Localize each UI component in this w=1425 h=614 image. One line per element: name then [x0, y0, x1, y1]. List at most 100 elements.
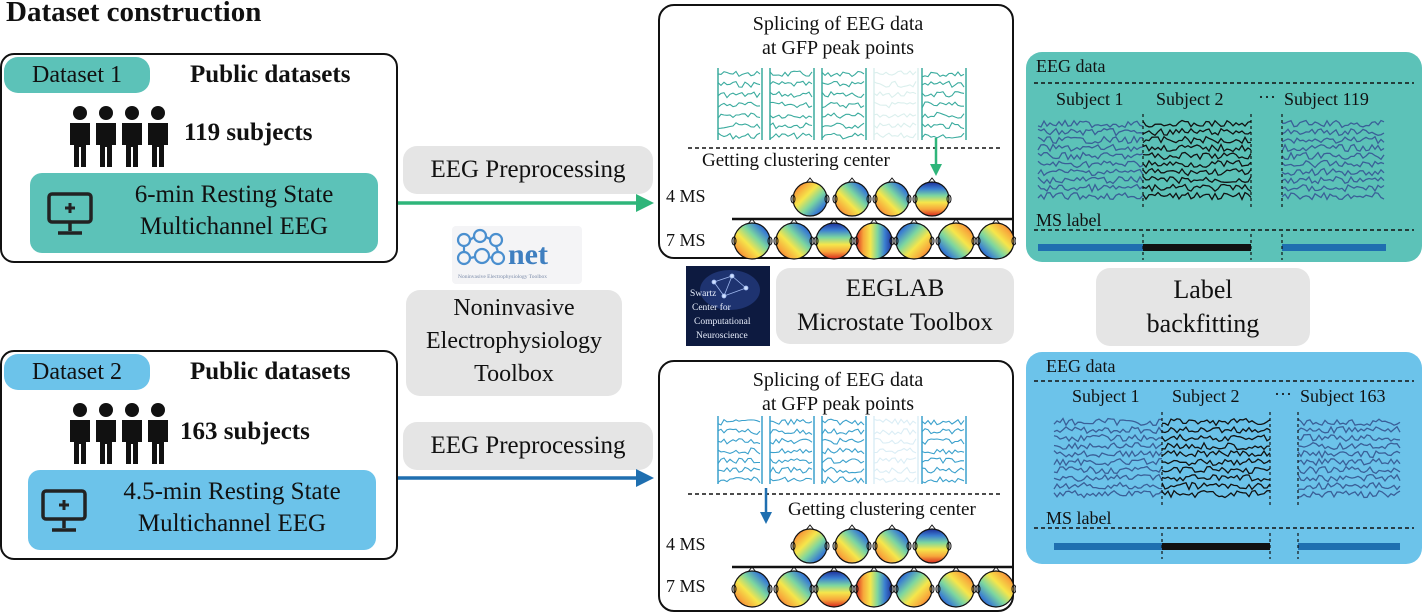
net-line1: Noninvasive	[453, 295, 575, 321]
eeg-segments	[688, 416, 1016, 608]
dataset-1-eeg-pill: 6-min Resting State Multichannel EEG	[30, 173, 378, 253]
sccn-text-3: Computational	[694, 317, 751, 327]
topo-map	[977, 222, 1015, 260]
dataset-2-eeg-line1: 4.5-min Resting State	[123, 478, 341, 505]
eeg-trace	[1142, 151, 1252, 161]
panel-2-title-1: Splicing of EEG data	[752, 369, 924, 391]
eeg-trace	[1053, 426, 1163, 435]
eeg-trace	[1281, 159, 1385, 169]
eeg-trace	[1142, 127, 1252, 137]
eeg-trace	[1037, 119, 1144, 129]
eeg-trace	[1037, 135, 1144, 145]
right-2-subject-1: Subject 1	[1072, 386, 1140, 406]
dataset-1-tag: Dataset 1	[4, 57, 150, 93]
eeg-trace	[1053, 417, 1163, 427]
panel-2-ms4: 4 MS	[666, 534, 706, 554]
topo-map	[895, 570, 933, 608]
eeg-trace	[1297, 457, 1401, 467]
eeg-trace	[1161, 474, 1271, 482]
topo-map	[775, 570, 813, 608]
net-logo-text: net	[508, 238, 548, 271]
eeg-trace	[1053, 465, 1163, 475]
net-logo: net Noninvasive Electrophysiology Toolbo…	[452, 226, 582, 284]
right-2-eeg-label: EEG data	[1046, 356, 1116, 376]
right-2-subject-2: Subject 2	[1172, 386, 1240, 406]
backfit-line2: backfitting	[1146, 309, 1260, 338]
eeg-trace	[1281, 184, 1385, 193]
eeg-trace	[1281, 128, 1385, 137]
eeg-trace	[1142, 119, 1252, 128]
eeg-trace	[1142, 142, 1252, 153]
eeg-segments	[688, 68, 1016, 260]
eeg-trace	[1142, 175, 1252, 185]
topo-map	[855, 222, 893, 260]
eeg-trace	[1053, 457, 1163, 467]
preprocessing-label-2: EEG Preprocessing	[403, 422, 653, 470]
right-1-subject-1: Subject 1	[1056, 89, 1124, 109]
eeg-trace	[1297, 449, 1401, 459]
ms-label-bar	[1282, 244, 1386, 251]
eeg-trace	[1297, 433, 1401, 442]
eeg-trace	[1037, 143, 1144, 153]
right-1-eeg-label: EEG data	[1036, 56, 1106, 76]
subject-eeg-traces	[1034, 380, 1414, 559]
dataset-1-box: Dataset 1 Public datasets 119 subjects 6…	[0, 53, 398, 263]
eeg-trace	[1142, 183, 1252, 193]
eeg-trace	[1053, 449, 1163, 459]
eeg-trace	[1281, 191, 1385, 201]
net-logo-icon: net Noninvasive Electrophysiology Toolbo…	[456, 228, 548, 280]
topo-map	[792, 181, 828, 217]
eeg-trace	[1161, 457, 1271, 467]
topo-map	[775, 222, 813, 260]
sccn-text-4: Neuroscience	[696, 331, 748, 341]
right-2-subject-3: Subject 163	[1300, 386, 1386, 406]
panel-2-title-2: at GFP peak points	[761, 393, 915, 415]
panel-2-ms7: 7 MS	[666, 576, 706, 596]
eeg-trace	[1281, 151, 1385, 161]
eeg-trace	[1142, 167, 1252, 177]
eeg-trace	[1297, 473, 1401, 483]
panel-1-cluster-label: Getting clustering center	[702, 150, 890, 171]
eeg-trace	[1161, 441, 1271, 451]
panel-1-title-2: at GFP peak points	[761, 37, 915, 59]
dataset-1-eeg-line2: Multichannel EEG	[139, 213, 329, 240]
ms-label-bar	[1162, 543, 1270, 550]
eeg-trace	[1053, 433, 1163, 443]
eeg-trace	[1297, 441, 1401, 450]
eeg-trace	[1297, 465, 1401, 475]
panel-2-cluster-label: Getting clustering center	[788, 499, 976, 520]
eeg-trace	[1053, 442, 1163, 451]
topo-map	[792, 528, 828, 564]
net-line3: Toolbox	[474, 361, 554, 387]
eeg-trace	[1281, 135, 1385, 145]
right-1-ms-label: MS label	[1036, 210, 1102, 230]
eeg-trace	[1161, 465, 1271, 475]
eeg-trace	[1142, 135, 1252, 145]
brain-network-icon: Swartz Center for Computational Neurosci…	[690, 270, 760, 341]
sccn-text-2: Center for	[692, 302, 732, 313]
eeg-trace	[1053, 473, 1163, 482]
backfit-panel-2: EEG data Subject 1 Subject 2 ··· Subject…	[1026, 352, 1422, 564]
eeg-trace	[1037, 183, 1144, 194]
backfit-panel-1: EEG data Subject 1 Subject 2 ··· Subject…	[1026, 52, 1422, 262]
microstate-panel-1: Splicing of EEG data at GFP peak points …	[658, 4, 1016, 260]
topo-map	[733, 570, 771, 608]
dataset-2-heading: Public datasets	[190, 358, 351, 385]
eeg-trace	[1053, 489, 1163, 499]
eeg-trace	[1037, 127, 1144, 137]
topo-map	[874, 528, 910, 564]
eeg-trace	[1161, 489, 1271, 499]
topo-map	[815, 222, 853, 260]
eeg-trace	[1161, 449, 1271, 458]
page-title: Dataset construction	[6, 0, 262, 28]
dataset-1-eeg-line1: 6-min Resting State	[134, 181, 334, 208]
eeg-trace	[1037, 175, 1144, 185]
eeg-trace	[1281, 167, 1385, 177]
eeglab-label: EEGLAB Microstate Toolbox	[776, 268, 1014, 344]
subject-eeg-traces	[1034, 82, 1414, 260]
topo-map	[895, 222, 933, 260]
right-2-ms-label: MS label	[1046, 508, 1112, 528]
dataset-2-box: Dataset 2 Public datasets 163 subjects 4…	[0, 350, 398, 560]
topo-map	[874, 181, 910, 217]
eeg-trace	[1297, 490, 1401, 499]
